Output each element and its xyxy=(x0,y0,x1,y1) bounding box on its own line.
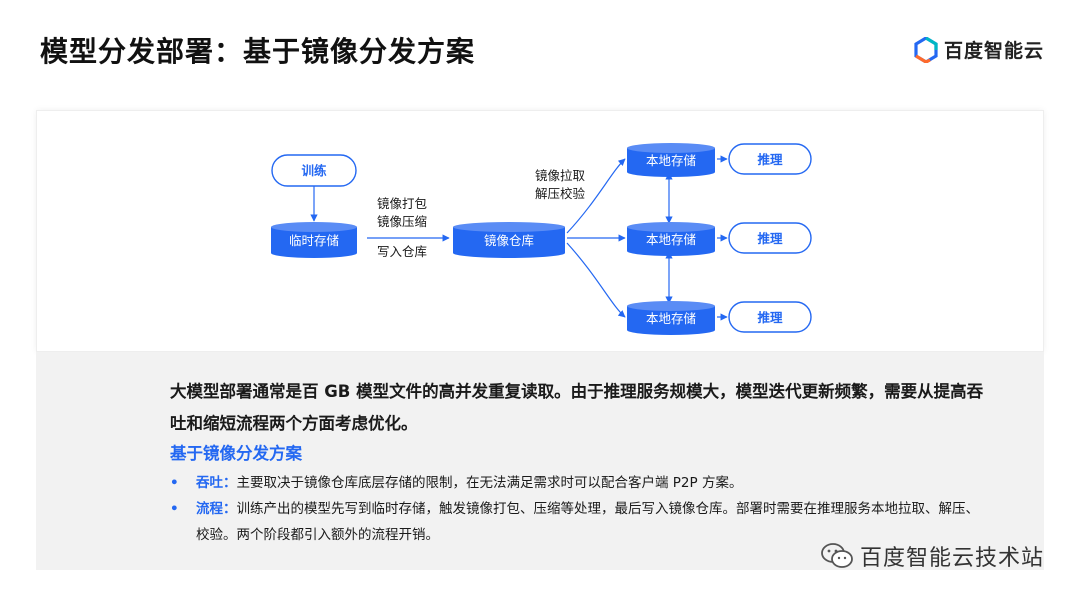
baidu-cloud-logo-icon xyxy=(914,36,938,63)
brand-logo: 百度智能云 xyxy=(914,36,1044,63)
node-local-storage-2-label: 本地存储 xyxy=(646,232,696,247)
node-infer-1-label: 推理 xyxy=(757,152,783,167)
watermark: 百度智能云技术站 xyxy=(820,540,1044,572)
node-infer-2: 推理 xyxy=(728,222,812,254)
edge-label-write: 写入仓库 xyxy=(377,244,427,259)
node-infer-1: 推理 xyxy=(728,143,812,175)
page-title: 模型分发部署：基于镜像分发方案 xyxy=(40,35,476,68)
node-local-storage-3-label: 本地存储 xyxy=(646,311,696,326)
edge-repo-local1 xyxy=(566,158,626,234)
section-subtitle: 基于镜像分发方案 xyxy=(170,444,302,463)
node-infer-2-label: 推理 xyxy=(757,231,783,246)
node-local-storage-1-label: 本地存储 xyxy=(646,153,696,168)
logo-text: 百度智能云 xyxy=(943,40,1044,62)
node-temp-storage: 临时存储 xyxy=(271,222,357,258)
wechat-icon xyxy=(821,543,853,568)
edge-label-verify: 解压校验 xyxy=(535,186,586,201)
bullet-item-throughput: • 吞吐：主要取决于镜像仓库底层存储的限制，在无法满足需求时可以配合客户端 P2… xyxy=(170,470,990,496)
node-temp-storage-label: 临时存储 xyxy=(289,233,339,248)
edge-label-compress: 镜像压缩 xyxy=(377,214,427,229)
node-local-storage-3: 本地存储 xyxy=(627,301,715,335)
edge-label-pull: 镜像拉取 xyxy=(535,168,586,183)
flow-diagram: 训练 临时存储 镜像仓库 本地存储 本地存储 xyxy=(36,110,1044,352)
node-local-storage-1: 本地存储 xyxy=(627,143,715,177)
summary-text: 大模型部署通常是百 GB 模型文件的高并发重复读取。由于推理服务规模大，模型迭代… xyxy=(170,382,984,433)
node-image-repo: 镜像仓库 xyxy=(453,222,565,258)
bullet-dot-icon: • xyxy=(170,501,179,517)
bullet-item-process: • 流程：训练产出的模型先写到临时存储，触发镜像打包、压缩等处理，最后写入镜像仓… xyxy=(170,496,990,548)
node-local-storage-2: 本地存储 xyxy=(627,222,715,256)
bullet-text: 主要取决于镜像仓库底层存储的限制，在无法满足需求时可以配合客户端 P2P 方案。 xyxy=(236,475,743,491)
node-train: 训练 xyxy=(271,154,357,187)
bullet-label: 流程： xyxy=(196,501,237,517)
node-infer-3: 推理 xyxy=(728,301,812,333)
node-train-label: 训练 xyxy=(301,163,327,178)
node-infer-3-label: 推理 xyxy=(757,310,783,325)
description-panel: 大模型部署通常是百 GB 模型文件的高并发重复读取。由于推理服务规模大，模型迭代… xyxy=(36,352,1044,570)
bullet-text: 训练产出的模型先写到临时存储，触发镜像打包、压缩等处理，最后写入镜像仓库。部署时… xyxy=(196,501,979,543)
bullet-list: • 吞吐：主要取决于镜像仓库底层存储的限制，在无法满足需求时可以配合客户端 P2… xyxy=(170,470,990,548)
node-image-repo-label: 镜像仓库 xyxy=(484,233,534,248)
watermark-text: 百度智能云技术站 xyxy=(859,546,1044,571)
bullet-label: 吞吐： xyxy=(196,475,237,491)
bullet-dot-icon: • xyxy=(170,475,179,491)
edge-label-pack: 镜像打包 xyxy=(377,196,427,211)
edge-repo-local3 xyxy=(566,242,626,318)
